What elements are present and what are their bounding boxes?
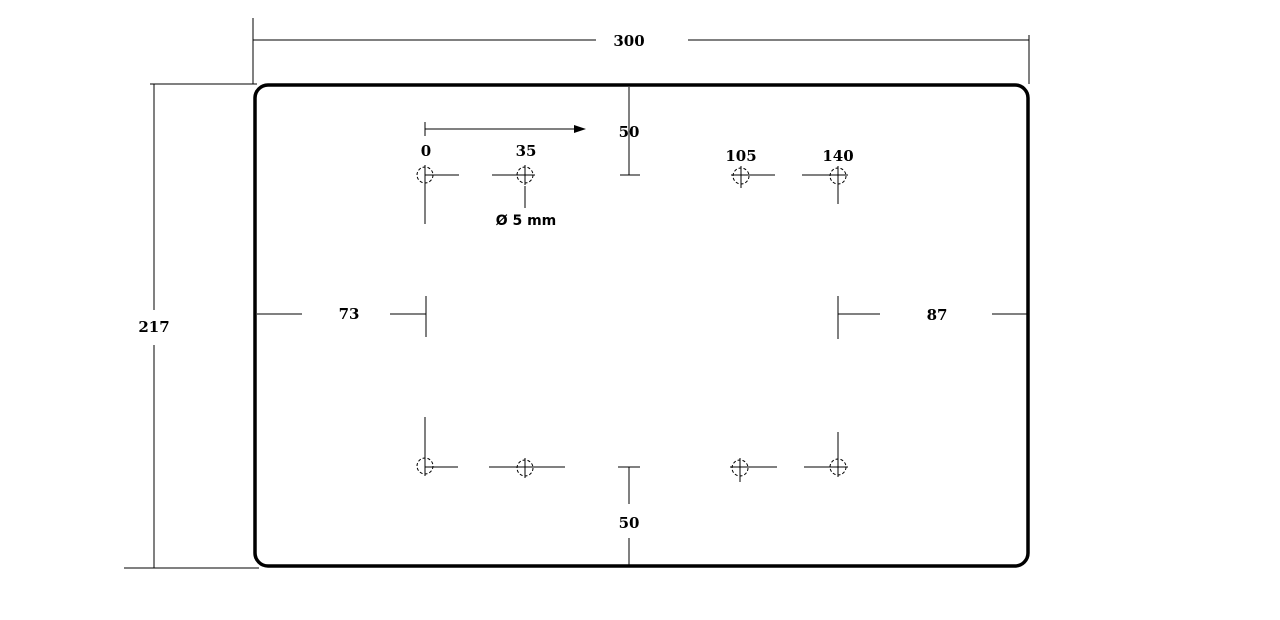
height-dimension: 217 [124,83,259,569]
hole-bottom-105 [730,458,777,482]
top-offset-dimension: 50 [619,87,640,176]
hole-bottom-0 [416,417,458,476]
hole-top-35 [492,165,535,185]
right-offset-dimension: 87 [837,296,1027,339]
plate-outline [253,83,1030,568]
position-label-0: 0 [421,142,431,160]
hole-top-140 [802,166,848,204]
bottom-offset-dimension: 50 [618,466,640,566]
left-offset-dimension: 73 [257,296,427,337]
hole-diameter-label: Ø 5 mm [496,213,557,229]
direction-arrow [424,122,586,136]
width-label: 300 [613,32,644,50]
position-label-140: 140 [822,147,853,165]
hole-bottom-35 [489,458,565,478]
height-label: 217 [138,318,169,336]
width-dimension: 300 [252,18,1030,84]
left-offset-label: 73 [339,305,360,323]
hole-top-0 [416,165,459,224]
position-label-105: 105 [725,147,756,165]
hole-top-105 [731,166,775,188]
bottom-offset-label: 50 [619,514,640,532]
hole-bottom-140 [804,432,848,477]
right-offset-label: 87 [927,306,948,324]
top-offset-label: 50 [619,123,640,141]
position-label-35: 35 [516,142,537,160]
